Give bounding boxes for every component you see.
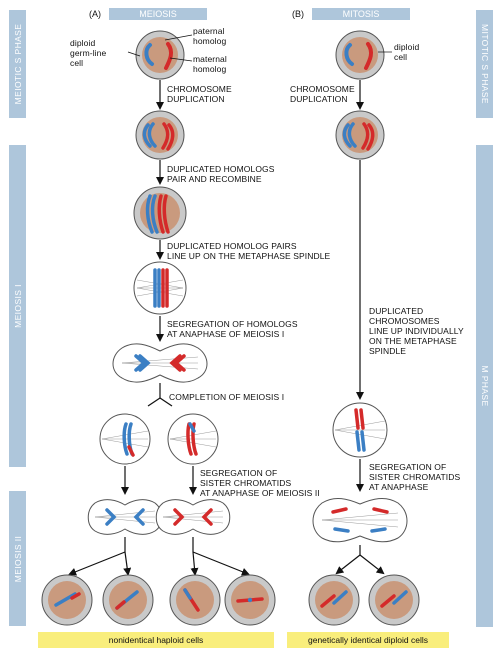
- meiosis-anaphase-2-right-cell: [155, 499, 231, 535]
- label-diploid-cell: diploid cell: [394, 42, 420, 62]
- meiosis-anaphase-2-left-cell: [87, 499, 163, 535]
- haploid-cell-3: [169, 574, 221, 626]
- haploid-cell-1: [41, 574, 93, 626]
- paternal-chromosome: [144, 43, 154, 66]
- label-segregation-sister-mitosis: SEGREGATION OF SISTER CHROMATIDS AT ANAP…: [369, 462, 461, 492]
- label-maternal-homolog: maternal homolog: [193, 54, 227, 74]
- diploid-daughter-cell-2: [368, 574, 420, 626]
- maternal-chromosome: [164, 42, 174, 70]
- sidebar-m-phase: M PHASE: [476, 145, 493, 627]
- meiosis-recombine-cell: [133, 186, 187, 240]
- panel-a-letter: (A): [89, 9, 101, 19]
- result-diploid-cells: genetically identical diploid cells: [287, 632, 449, 648]
- label-segregation-sister-meiosis: SEGREGATION OF SISTER CHROMATIDS AT ANAP…: [200, 468, 320, 498]
- label-chromosome-duplication-b: CHROMOSOME DUPLICATION: [290, 84, 355, 104]
- label-chromosome-duplication-a: CHROMOSOME DUPLICATION: [167, 84, 232, 104]
- meiosis-germline-cell: [135, 30, 185, 80]
- diploid-daughter-cell-1: [308, 574, 360, 626]
- result-haploid-cells: nonidentical haploid cells: [38, 632, 274, 648]
- panel-b-title: MITOSIS: [312, 8, 410, 20]
- germline-pointer: [127, 51, 141, 57]
- sidebar-meiotic-s-phase: MEIOTIC S PHASE: [9, 10, 26, 118]
- sidebar-meiosis-2: MEIOSIS II: [9, 491, 26, 626]
- mitosis-diploid-cell: [335, 30, 385, 80]
- mitosis-anaphase-cell: [312, 497, 408, 543]
- label-completion-meiosis-1: COMPLETION OF MEIOSIS I: [169, 392, 285, 402]
- meiosis-duplicated-cell: [135, 110, 185, 160]
- sidebar-meiosis-1: MEIOSIS I: [9, 145, 26, 467]
- label-mitosis-line-up: DUPLICATED CHROMOSOMES LINE UP INDIVIDUA…: [369, 306, 464, 356]
- label-segregation-homologs: SEGREGATION OF HOMOLOGS AT ANAPHASE OF M…: [167, 319, 298, 339]
- meiosis-2-left-cell: [99, 413, 151, 465]
- paternal-pointer: [164, 34, 193, 41]
- label-paternal-homolog: paternal homolog: [193, 26, 227, 46]
- mitosis-metaphase-cell: [332, 402, 388, 458]
- panel-a-title: MEIOSIS: [109, 8, 207, 20]
- label-pair-and-recombine: DUPLICATED HOMOLOGS PAIR AND RECOMBINE: [167, 164, 275, 184]
- label-diploid-germline-cell: diploid germ-line cell: [70, 38, 107, 68]
- label-line-up-metaphase: DUPLICATED HOMOLOG PAIRS LINE UP ON THE …: [167, 241, 331, 261]
- haploid-cell-2: [102, 574, 154, 626]
- panel-b-letter: (B): [292, 9, 304, 19]
- mitosis-duplicated-cell: [335, 110, 385, 160]
- meiosis-2-right-cell: [167, 413, 219, 465]
- meiosis-metaphase-1-cell: [133, 261, 187, 315]
- maternal-pointer: [169, 57, 193, 62]
- haploid-cell-4: [224, 574, 276, 626]
- meiosis-anaphase-1-cell: [112, 343, 208, 383]
- sidebar-mitotic-s-phase: MITOTIC S PHASE: [476, 10, 493, 118]
